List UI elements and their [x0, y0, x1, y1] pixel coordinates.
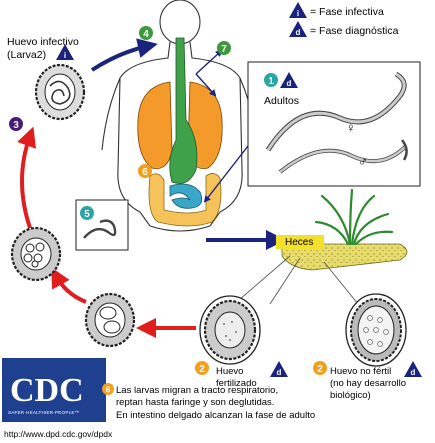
egg-infective: [34, 63, 86, 121]
svg-text:6: 6: [142, 167, 148, 178]
svg-text:6: 6: [106, 385, 111, 395]
fertilized-number-badge: 2: [195, 361, 209, 375]
unfertilized-number-badge: 2: [313, 361, 327, 375]
male-symbol: ♂: [358, 154, 368, 169]
egg-morula: [10, 226, 62, 282]
svg-text:SAFER·HEALTHIER·PEOPLE™: SAFER·HEALTHIER·PEOPLE™: [8, 410, 79, 415]
small-intestine: [169, 183, 203, 209]
svg-text:d: d: [287, 79, 292, 88]
legend-diagnostic-icon: d: [289, 21, 307, 37]
step6-note-line-2: reptan hasta faringe y son deglutidas.: [116, 397, 274, 408]
fertilized-label-1: Huevo: [216, 366, 243, 377]
svg-text:1: 1: [268, 76, 274, 87]
egg-two-cell: [84, 292, 136, 348]
svg-text:4: 4: [143, 29, 149, 40]
adults-label: Adultos: [264, 95, 299, 107]
unfertilized-label-2: (no hay desarrollo: [330, 378, 406, 389]
legend: i = Fase infectiva d = Fase diagnóstica: [289, 2, 399, 37]
esophagus-stomach: [169, 37, 198, 184]
svg-text:2: 2: [199, 364, 205, 375]
svg-text:5: 5: [84, 209, 90, 220]
legend-diagnostic-label: = Fase diagnóstica: [310, 25, 399, 37]
blue-arrows: [90, 38, 286, 250]
unfertilized-label-1: Huevo no fértil: [330, 366, 391, 377]
egg-infective-mark-icon: i: [56, 44, 74, 60]
svg-text:d: d: [296, 28, 301, 37]
unfertilized-label-3: biológico): [330, 390, 371, 401]
step7-badge: 7: [217, 41, 231, 55]
step4-badge: 4: [139, 26, 153, 40]
step3-badge: 3: [9, 117, 23, 131]
svg-text:2: 2: [317, 364, 323, 375]
svg-text:i: i: [297, 9, 299, 18]
step5-badge: 5: [80, 206, 94, 220]
navy-pointers: [195, 49, 249, 203]
svg-text:d: d: [277, 368, 282, 377]
arrow-embryo-to-morula: [51, 267, 87, 304]
feces-label-bg: [276, 235, 324, 249]
soil-with-plant: [231, 188, 408, 307]
svg-text:3: 3: [13, 120, 19, 131]
cdc-logo: CDC SAFER·HEALTHIER·PEOPLE™: [2, 358, 106, 422]
step6-badge: 6: [138, 164, 152, 178]
egg-infective-label-1: Huevo infectivo: [7, 36, 79, 48]
legend-infective-label: = Fase infectiva: [310, 6, 384, 18]
svg-text:7: 7: [221, 44, 227, 55]
arrow-morula-to-infective: [17, 126, 36, 229]
large-intestine: [148, 173, 222, 227]
fertilized-mark-icon: d: [270, 361, 288, 377]
feces-label: Heces: [285, 237, 313, 248]
svg-text:d: d: [411, 368, 416, 377]
step6-note-badge: 6: [102, 383, 114, 395]
unfertilized-mark-icon: d: [404, 361, 422, 377]
female-symbol: ♀: [346, 120, 356, 135]
footer-url[interactable]: http://www.dpd.cdc.gov/dpdx: [4, 429, 113, 439]
egg-fertilized: [199, 295, 261, 365]
adults-number-badge: 1: [264, 73, 278, 87]
svg-text:CDC: CDC: [10, 372, 84, 409]
step6-note-line-1: Las larvas migran a tracto respiratorio,: [116, 385, 278, 396]
egg-unfertilized: [345, 293, 407, 367]
egg-infective-label-2: (Larva2): [7, 49, 46, 61]
arrow-ingestion: [90, 38, 158, 72]
red-cycle-arrows: [17, 126, 196, 338]
svg-text:i: i: [64, 51, 66, 60]
adults-mark-icon: d: [280, 72, 298, 88]
legend-infective-icon: i: [289, 2, 307, 18]
fertilized-label-2: fertilizado: [216, 378, 257, 389]
step6-note-line-3: En intestino delgado alcanzan la fase de…: [116, 410, 315, 421]
